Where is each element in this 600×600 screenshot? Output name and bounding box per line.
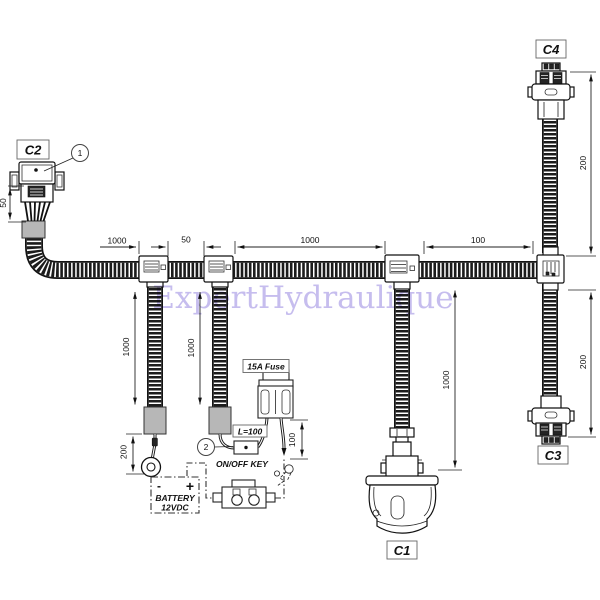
junction-right <box>536 246 565 291</box>
junction-1 <box>138 255 169 288</box>
battery-label-line1: BATTERY <box>155 493 196 503</box>
key-switch <box>212 464 294 509</box>
dim-branch1: 1000 <box>121 337 131 356</box>
callout-1: 1 <box>43 144 89 172</box>
dim-c3-drop: 200 <box>578 355 588 369</box>
label-c2-text: C2 <box>25 143 42 158</box>
junction-2 <box>203 255 234 288</box>
label-c4-text: C4 <box>543 42 560 57</box>
label-fuse: 15A Fuse <box>242 359 290 373</box>
connector-c4 <box>527 62 575 120</box>
dim-branch3: 1000 <box>441 370 451 389</box>
battery-plus-sign: + <box>186 478 194 494</box>
dimensions: 1000 50 1000 100 50 200 200 1000 1000 10… <box>0 71 596 475</box>
battery: - + BATTERY 12VDC <box>150 476 200 514</box>
external-wiring <box>186 457 285 499</box>
fuse-wire-tip <box>281 448 287 456</box>
callout-2-number: 2 <box>204 442 209 452</box>
dim-trunk-seg2: 50 <box>181 235 191 245</box>
c2-heatshrink <box>21 220 46 239</box>
label-switch: ON/OFF KEY <box>216 459 269 469</box>
label-length: L=100 <box>232 424 268 438</box>
label-c3-text: C3 <box>545 448 562 463</box>
dim-trunk-seg1: 1000 <box>108 236 127 246</box>
junction-3 <box>384 254 420 290</box>
label-fuse-text: 15A Fuse <box>247 362 285 372</box>
label-c3: C3 <box>537 445 569 465</box>
branch2-heatshrink <box>208 406 232 435</box>
dim-c2-tail: 50 <box>0 198 8 208</box>
connector-c3 <box>527 395 575 445</box>
c2-wire-fan <box>24 201 51 222</box>
battery-minus-sign: - <box>157 479 161 493</box>
callout-1-number: 1 <box>78 148 83 158</box>
watermark: ExpertHydraulique <box>152 280 453 316</box>
dim-c4-drop: 200 <box>578 156 588 170</box>
dim-battery-lead: 200 <box>119 445 129 459</box>
branch1-heatshrink <box>143 406 167 435</box>
label-c1: C1 <box>386 540 418 560</box>
dim-trunk-seg4: 100 <box>471 235 485 245</box>
callout-2: 2 <box>197 438 234 456</box>
label-c4: C4 <box>535 39 567 59</box>
battery-label-line2: 12VDC <box>161 503 189 513</box>
connector-c2 <box>9 161 65 239</box>
label-c1-text: C1 <box>394 543 411 558</box>
dim-branch2: 1000 <box>186 338 196 357</box>
battery-lead-wire <box>140 434 162 478</box>
dim-trunk-seg3: 1000 <box>301 235 320 245</box>
label-length-text: L=100 <box>238 427 263 437</box>
main-harness-tube <box>25 238 540 279</box>
connector-c1 <box>365 427 439 534</box>
fuse-holder <box>257 367 294 456</box>
dim-fuse-lead: 100 <box>287 433 297 447</box>
label-c2: C2 <box>16 139 50 160</box>
